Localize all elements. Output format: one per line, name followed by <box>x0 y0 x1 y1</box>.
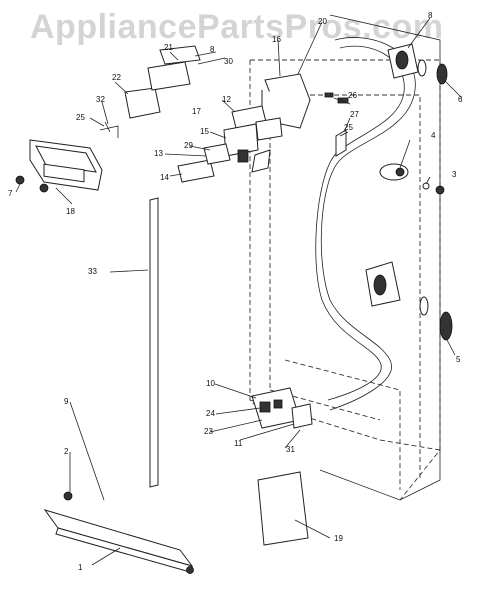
callout-4: 4 <box>431 131 436 140</box>
knob-18-icon <box>39 183 49 193</box>
screw-2-icon <box>63 491 73 501</box>
callout-25b: 25 <box>344 123 353 132</box>
knob-7-icon <box>15 175 25 185</box>
callout-15: 15 <box>200 127 209 136</box>
trim-strip-part <box>149 197 159 488</box>
callout-16: 16 <box>272 35 281 44</box>
dispenser-parts <box>177 73 311 183</box>
bracket-parts <box>99 45 201 138</box>
callout-21: 21 <box>164 43 173 52</box>
callout-1: 1 <box>78 563 83 572</box>
callout-7: 7 <box>8 189 13 198</box>
callout-20: 20 <box>318 17 327 26</box>
callout-2: 2 <box>64 447 69 456</box>
callout-11: 11 <box>234 439 243 448</box>
leader-lines <box>15 17 463 566</box>
callout-32: 32 <box>96 95 105 104</box>
callout-25a: 25 <box>76 113 85 122</box>
callout-31: 31 <box>286 445 295 454</box>
callout-8a: 8 <box>428 11 433 20</box>
control-panel-part <box>15 139 103 193</box>
screw-icon <box>186 566 194 574</box>
callout-10: 10 <box>206 379 215 388</box>
callout-23: 23 <box>204 427 213 436</box>
callout-30: 30 <box>224 57 233 66</box>
kickplate-parts <box>43 471 309 574</box>
callout-5: 5 <box>456 355 461 364</box>
callout-33: 33 <box>88 267 97 276</box>
callout-22: 22 <box>112 73 121 82</box>
callout-14: 14 <box>160 173 169 182</box>
callout-17: 17 <box>192 107 201 116</box>
callout-9: 9 <box>64 397 69 406</box>
callout-8b: 8 <box>210 45 215 54</box>
hinge-parts <box>324 43 453 341</box>
callout-12: 12 <box>222 95 231 104</box>
callout-26: 26 <box>348 91 357 100</box>
callout-27: 27 <box>350 110 359 119</box>
callout-3: 3 <box>452 170 457 179</box>
callout-labels: 1 2 3 4 5 6 7 8 8 9 10 11 12 13 14 15 16… <box>8 11 463 572</box>
callout-6: 6 <box>458 95 463 104</box>
callout-19: 19 <box>334 534 343 543</box>
callout-18: 18 <box>66 207 75 216</box>
lower-bracket-parts <box>251 387 313 429</box>
callout-29: 29 <box>184 141 193 150</box>
callout-13: 13 <box>154 149 163 158</box>
callout-24: 24 <box>206 409 215 418</box>
